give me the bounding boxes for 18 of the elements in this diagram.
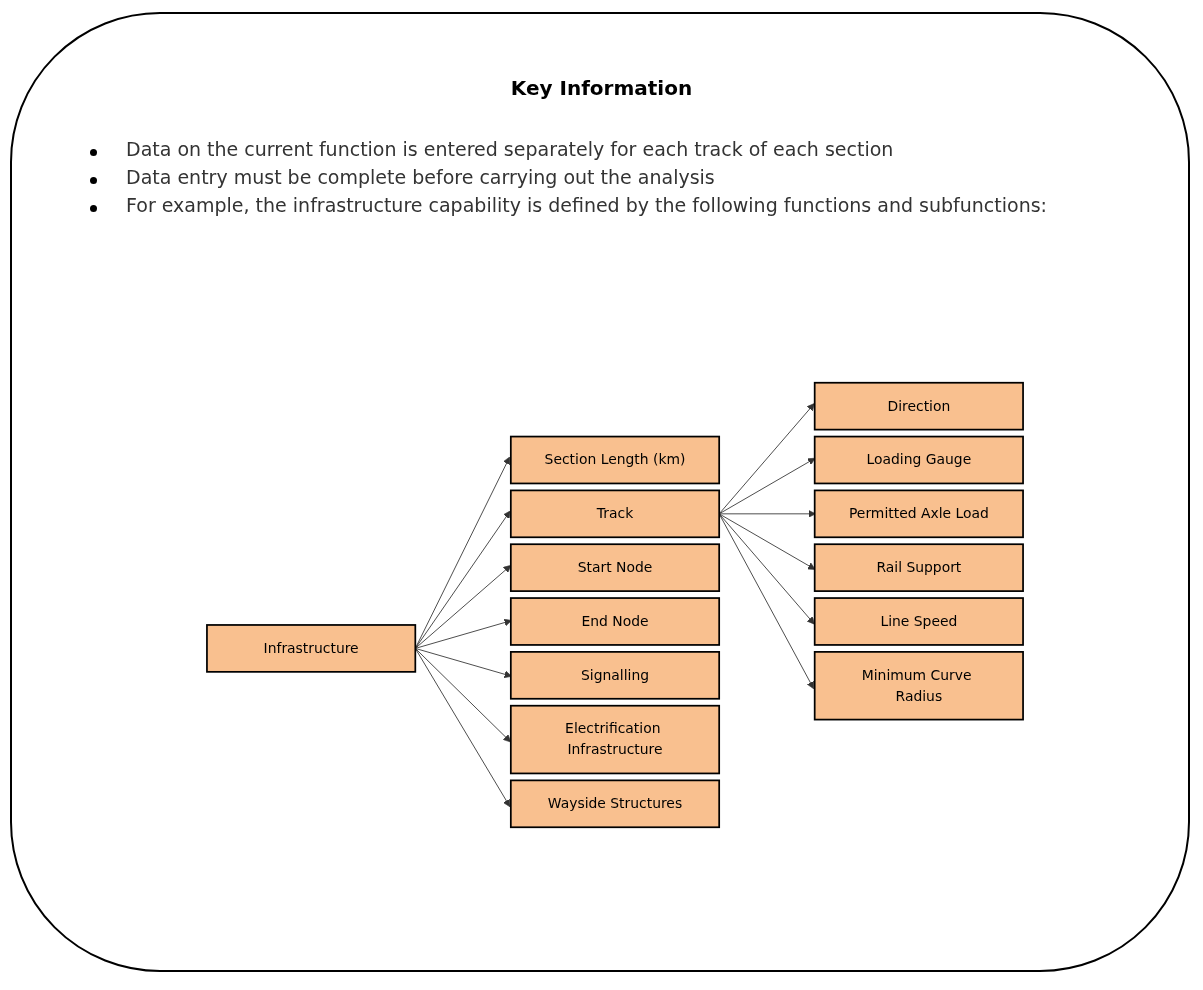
bullet-text: Data entry must be complete before carrying out the analysis <box>126 166 715 188</box>
node-box: Wayside Structures <box>509 779 721 829</box>
bullet-text: For example, the infrastructure capability is defined by the following functions and subfunctions: <box>126 194 1047 216</box>
node-box: Signalling <box>509 651 721 700</box>
node-box: Permitted Axle Load <box>813 489 1024 539</box>
heading: Key Information <box>509 76 694 100</box>
node-box: Start Node <box>509 543 721 592</box>
node-box: Section Length (km) <box>509 435 721 485</box>
node-box: Line Speed <box>813 597 1024 646</box>
node-box: Loading Gauge <box>813 435 1024 485</box>
node-box: End Node <box>509 597 721 646</box>
bullet-text: Data on the current function is entered separately for each track of each section <box>126 138 894 160</box>
node-box: Track <box>509 489 721 539</box>
node-box: Electrification Infrastructure <box>509 704 721 775</box>
node-box: Minimum Curve Radius <box>813 651 1024 721</box>
node-box: Rail Support <box>813 543 1024 592</box>
node-box: Infrastructure <box>206 624 417 673</box>
node-box: Direction <box>813 381 1024 431</box>
